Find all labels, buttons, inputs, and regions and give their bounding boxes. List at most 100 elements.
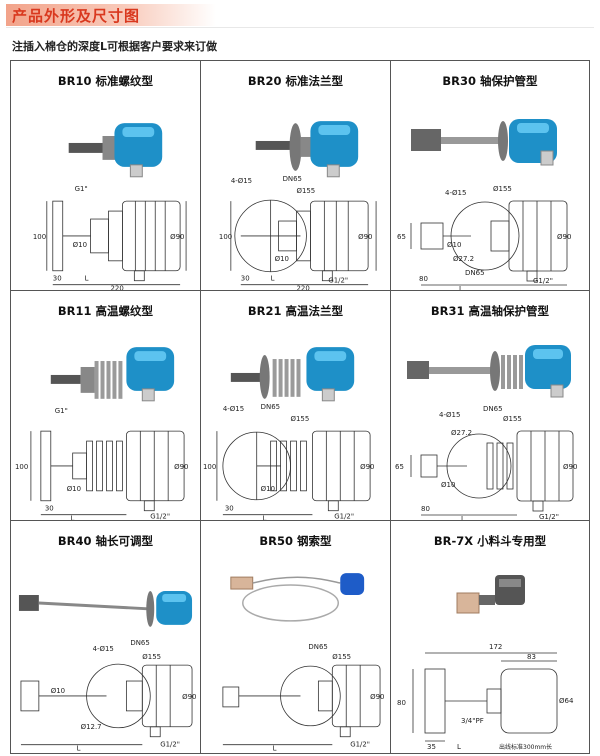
dimension-drawing: 4-Ø15 DN65 Ø155 65 Ø27.2 Ø10 Ø90 80 L G1… [395,405,577,521]
dim-label: 172 [489,643,502,651]
dim-label: 30 [241,275,250,283]
product-cell-br11: BR11 高温螺纹型 G1" 100 Ø10 Ø90 30 [11,291,201,521]
dim-label: 4-Ø15 [93,645,114,653]
product-photo [407,345,571,398]
dim-label: L [459,285,463,291]
dim-label: 100 [219,233,232,241]
dim-label: 100 [33,233,46,241]
product-cell-br10: BR10 标准螺纹型 G1" 100 Ø10 Ø90 30 L [11,61,201,291]
product-cell-br31: BR31 高温轴保护管型 4-Ø15 DN65 Ø155 65 [391,291,589,521]
dim-label: DN65 [483,405,503,413]
dimension-drawing: 4-Ø15 DN65 Ø155 100 Ø10 Ø90 30 L G1/2" [203,403,374,521]
dim-label: Ø90 [360,463,374,471]
dim-label: G1/2" [150,513,170,521]
dimension-drawing: 172 83 80 Ø64 3/4"PF 35 L 出线标准300mm长 [397,643,574,751]
dim-label: 220 [296,285,309,291]
dim-label: L [77,745,81,751]
product-title: BR40 轴长可调型 [57,534,154,548]
product-title: BR-7X 小料斗专用型 [433,534,547,548]
product-cell-br50: BR50 钢索型 DN65 Ø155 Ø90 L G1/2" [201,521,391,753]
dim-label: Ø10 [441,481,455,489]
product-cell-br30: BR30 轴保护管型 4-Ø15 Ø155 65 Ø10 Ø27.2 Ø9 [391,61,589,291]
dim-label: 65 [395,463,404,471]
dim-label: Ø12.7 [81,723,102,731]
product-cell-br20: BR20 标准法兰型 4-Ø15 DN65 Ø155 100 [201,61,391,291]
dim-label: Ø90 [182,693,196,701]
dim-label: DN65 [130,639,149,647]
product-cell-br40: BR40 轴长可调型 4-Ø15 DN65 Ø155 Ø90 Ø10 Ø12.7… [11,521,201,753]
section-title: 产品外形及尺寸图 [12,7,141,25]
dim-label: 4-Ø15 [231,177,252,185]
product-dimension-grid: BR10 标准螺纹型 G1" 100 Ø10 Ø90 30 L [10,60,590,754]
dimension-drawing: G1" 100 Ø10 Ø90 30 L 220 [33,185,187,291]
dim-label: 4-Ø15 [223,405,244,413]
dim-label: G1/2" [350,741,370,749]
product-title: BR20 标准法兰型 [247,74,344,88]
dim-label: Ø10 [447,241,461,249]
product-photo [255,121,359,178]
dim-label: Ø90 [557,233,571,241]
product-photo [456,575,525,614]
dim-label: L [85,275,89,283]
dim-label: Ø90 [170,233,184,241]
dim-label: Ø27.2 [453,255,474,263]
dim-label: L [271,275,275,283]
dim-label: Ø155 [291,415,310,423]
dim-label: DN65 [283,175,302,183]
product-title: BR30 轴保护管型 [442,74,538,88]
dim-label: 30 [225,505,234,513]
dim-label: 35 [427,743,436,751]
dim-label: Ø155 [332,653,351,661]
dimension-drawing: DN65 Ø155 Ø90 L G1/2" [222,643,384,751]
dim-label: Ø155 [503,415,522,423]
dim-label: 220 [110,285,123,291]
dim-label: 65 [397,233,406,241]
dim-label: Ø155 [296,187,315,195]
product-photo [18,591,193,627]
dim-label: 80 [397,699,406,707]
dim-label: G1/2" [334,513,354,521]
product-cell-br7x: BR-7X 小料斗专用型 172 83 80 Ø64 3/4"PF 35 L 出… [391,521,589,753]
dim-label: L [263,515,267,521]
dim-label: 30 [45,505,54,513]
dim-label: G1/2" [328,277,348,285]
product-photo [411,119,557,166]
dim-label: DN65 [465,269,485,277]
dimension-drawing: 4-Ø15 DN65 Ø155 Ø90 Ø10 Ø12.7 L G1/2" [20,639,196,751]
dim-label: 30 [53,275,62,283]
dim-label: Ø10 [261,485,275,493]
dim-label: 80 [419,275,428,283]
product-title: BR50 钢索型 [259,534,332,548]
dim-label: 83 [527,653,536,661]
dim-label: G1/2" [160,741,180,749]
product-photo [68,123,163,178]
dim-label: G1" [75,185,88,193]
dim-label: Ø10 [275,255,289,263]
dim-label: Ø10 [67,485,81,493]
dim-label: 100 [203,463,216,471]
dim-label: L [461,515,465,521]
dim-label: 80 [421,505,430,513]
product-title: BR31 高温轴保护管型 [430,304,550,318]
product-title: BR10 标准螺纹型 [57,74,154,88]
product-title: BR11 高温螺纹型 [57,304,154,318]
dim-label: 4-Ø15 [439,411,460,419]
dim-label: Ø90 [174,463,188,471]
dim-label: Ø155 [142,653,161,661]
dim-label: Ø90 [358,233,372,241]
dim-label: L [273,745,277,751]
dim-label: Ø10 [51,687,65,695]
dim-label: G1/2" [539,513,559,521]
dim-label: 3/4"PF [461,717,484,725]
dim-label: 4-Ø15 [445,189,466,197]
dim-label: 100 [15,463,28,471]
dimension-drawing: 4-Ø15 Ø155 65 Ø10 Ø27.2 Ø90 80 L DN65 G1… [397,185,571,291]
dimension-drawing: G1" 100 Ø10 Ø90 30 L G1/2" [15,407,188,521]
dim-label: G1" [55,407,68,415]
header-divider [6,27,594,28]
product-cell-br21: BR21 高温法兰型 4-Ø15 DN65 Ø155 100 Ø10 [201,291,391,521]
product-photo [230,573,365,622]
dim-label: Ø90 [370,693,384,701]
product-photo [230,347,355,402]
dim-label: DN65 [308,643,327,651]
